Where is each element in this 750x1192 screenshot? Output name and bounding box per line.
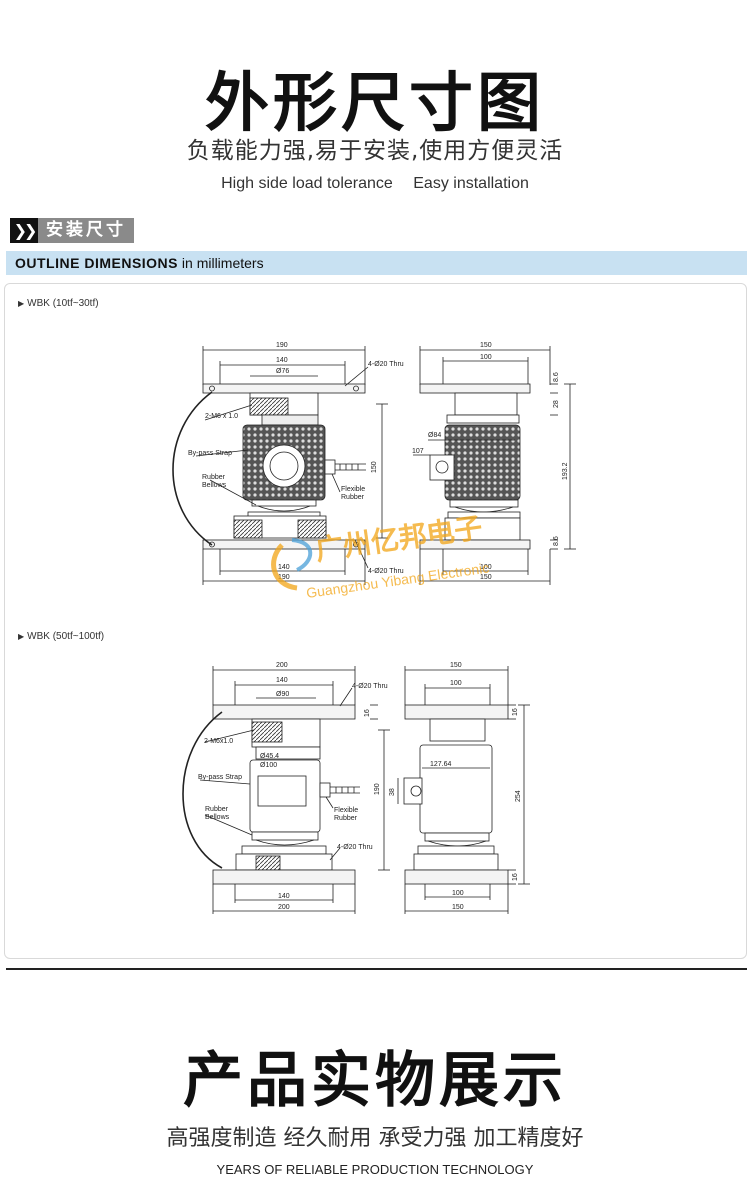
- product-subtitle-cn: 高强度制造 经久耐用 承受力强 加工精度好: [166, 1126, 584, 1151]
- dim-label: 150: [480, 574, 492, 581]
- model1-side-view: [413, 346, 576, 585]
- model2-side-view: [397, 666, 530, 914]
- dim-label: 16: [512, 708, 519, 716]
- dim-label: 150: [480, 342, 492, 349]
- callout-label: Flexible: [341, 486, 365, 493]
- dim-label: 140: [278, 564, 290, 571]
- chevron-right-icon: ❯❯: [10, 218, 38, 243]
- model2-front-view: [182, 666, 390, 914]
- model-name-small: WBK (10tf~30tf): [27, 298, 99, 309]
- model1-side-labels: 150 100 Ø84 107 8.6 28 193.2 8.6 100 150: [412, 342, 569, 581]
- feature-side-load: High side load tolerance: [221, 175, 393, 192]
- section-tag-label: 安装尺寸: [38, 218, 134, 243]
- dim-label: 140: [276, 357, 288, 364]
- dim-label: 4-Ø20 Thru: [352, 683, 388, 690]
- dim-label: Ø84: [428, 432, 441, 439]
- page-title: 外形尺寸图: [205, 67, 545, 141]
- dim-label: 100: [480, 564, 492, 571]
- callout-label: Rubber: [202, 474, 226, 481]
- dim-label: 200: [278, 904, 290, 911]
- dim-label: 140: [276, 677, 288, 684]
- callout-label: Bellows: [205, 814, 230, 821]
- technical-drawing: 190 140 Ø76 4-Ø20 Thru 2-M6 x 1.0 By-pas…: [172, 342, 576, 914]
- model1-front-view: [172, 346, 388, 585]
- subtitle-en: High side load tolerance Easy installati…: [0, 175, 750, 193]
- callout-label: Rubber: [341, 494, 365, 501]
- product-title: 产品实物展示: [183, 1046, 567, 1116]
- product-subtitle-en: YEARS OF RELIABLE PRODUCTION TECHNOLOGY: [216, 1162, 534, 1177]
- dim-label: 100: [452, 890, 464, 897]
- dim-label: 190: [276, 342, 288, 349]
- dim-label: 4-Ø20 Thru: [368, 361, 404, 368]
- dim-label: 4-Ø20 Thru: [337, 844, 373, 851]
- callout-label: Rubber: [205, 806, 229, 813]
- callout-label: Rubber: [334, 815, 358, 822]
- callout-label: Flexible: [334, 807, 358, 814]
- dim-label: 107: [412, 448, 424, 455]
- dim-label: 100: [450, 680, 462, 687]
- callout-label: By-pass Strap: [198, 774, 242, 781]
- dim-label: 4-Ø20 Thru: [368, 568, 404, 575]
- callout-label: Bellows: [202, 482, 227, 489]
- outline-bar-unit: in millimeters: [178, 255, 264, 271]
- dim-label: 127.64: [430, 761, 452, 768]
- callout-label: By-pass Strap: [188, 450, 232, 457]
- dim-label: 140: [278, 893, 290, 900]
- model-label-small: ▶WBK (10tf~30tf): [18, 298, 99, 309]
- dim-label: 2-M6 x 1.0: [205, 413, 238, 420]
- dim-label: 16: [364, 709, 371, 717]
- dim-label: 200: [276, 662, 288, 669]
- dim-label: Ø45.4: [260, 753, 279, 760]
- dim-label: 2-M6x1.0: [204, 738, 233, 745]
- dim-label: 193.2: [562, 462, 569, 480]
- dim-label: 190: [278, 574, 290, 581]
- model-name-large: WBK (50tf~100tf): [27, 631, 105, 642]
- model2-side-labels: 150 100 16 127.64 38 254 16 100 150: [389, 662, 522, 911]
- subtitle-cn: 负载能力强,易于安装,使用方便灵活: [186, 138, 564, 164]
- outline-dimensions-bar: OUTLINE DIMENSIONS in millimeters: [6, 251, 747, 275]
- dim-label: Ø100: [260, 762, 277, 769]
- dim-label: 38: [389, 788, 396, 796]
- triangle-right-icon: ▶: [18, 632, 25, 641]
- outline-bar-title: OUTLINE DIMENSIONS: [15, 255, 179, 271]
- dim-label: 8.6: [553, 536, 560, 546]
- dim-label: 150: [450, 662, 462, 669]
- dim-label: 8.6: [553, 372, 560, 382]
- triangle-right-icon: ▶: [18, 299, 25, 308]
- dim-label: 150: [371, 461, 378, 473]
- section-divider: [6, 968, 747, 970]
- drawings-panel: [4, 283, 747, 959]
- section-tag: ❯❯ 安装尺寸: [10, 218, 134, 243]
- dim-label: 100: [480, 354, 492, 361]
- dim-label: Ø90: [276, 691, 289, 698]
- dim-label: 28: [553, 400, 560, 408]
- model2-front-labels: 200 140 Ø90 4-Ø20 Thru 16 2-M6x1.0 Ø45.4…: [198, 662, 388, 911]
- dim-label: 16: [512, 873, 519, 881]
- dim-label: 254: [515, 790, 522, 802]
- dim-label: 190: [374, 783, 381, 795]
- dim-label: Ø76: [276, 368, 289, 375]
- dim-label: 150: [452, 904, 464, 911]
- feature-easy-install: Easy installation: [413, 175, 529, 192]
- model-label-large: ▶WBK (50tf~100tf): [18, 631, 104, 642]
